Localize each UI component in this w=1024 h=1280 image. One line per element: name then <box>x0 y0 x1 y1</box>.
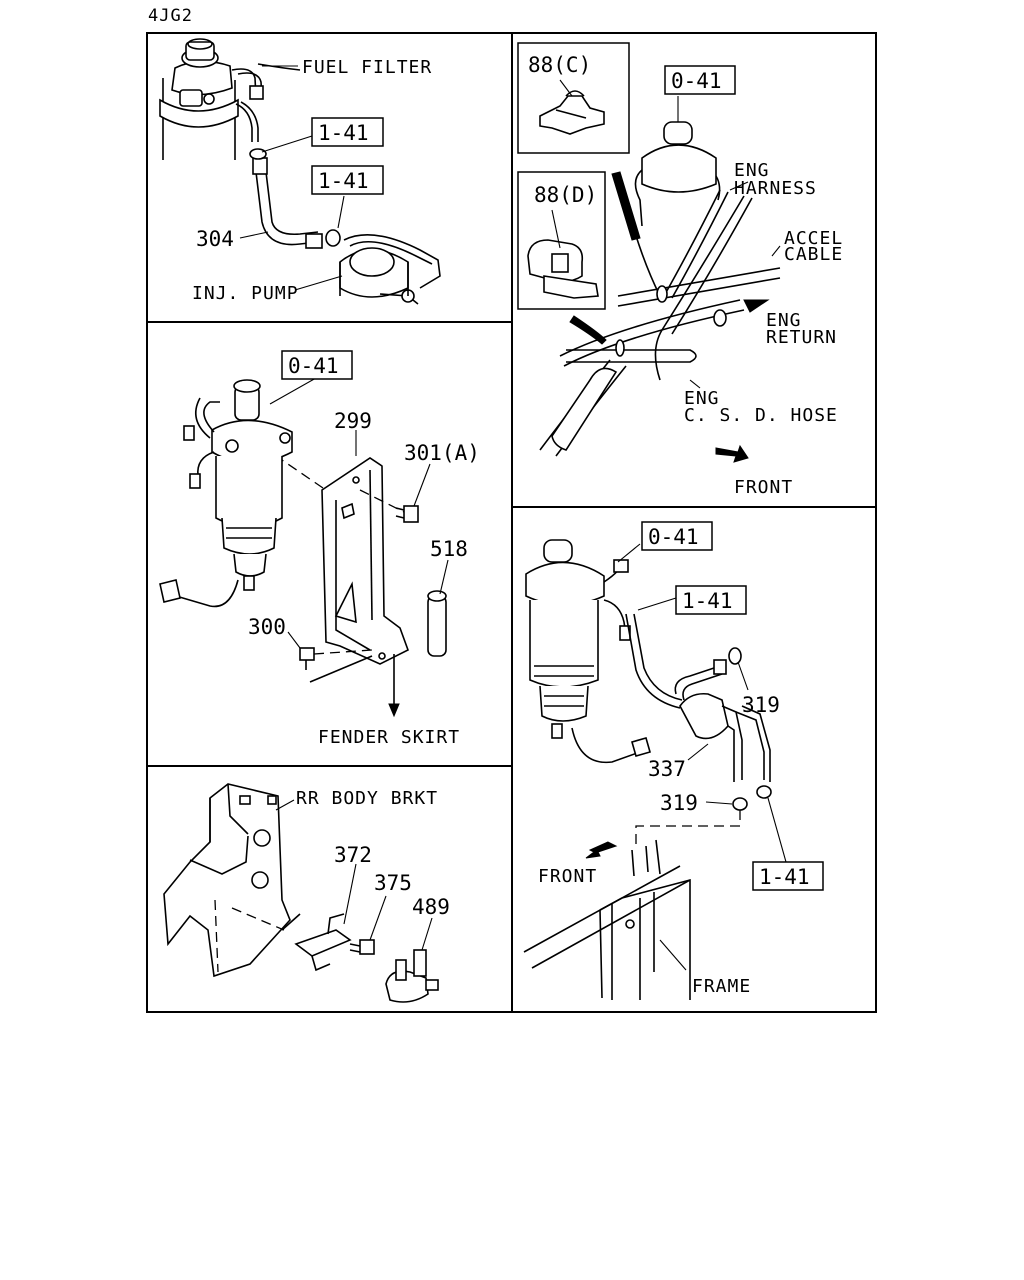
frame-filter-illustration <box>525 539 651 764</box>
ref-box-1-41-frame-b <box>752 861 824 891</box>
front-label-routing: FRONT <box>734 477 793 498</box>
eng-harness-label-line2: HARNESS <box>734 178 817 199</box>
panel3-callouts <box>275 799 433 951</box>
fuel-filter-label: FUEL FILTER <box>302 57 432 78</box>
panel-rear-body-bracket: RR BODY BRKT 372 375 489 <box>163 783 450 1003</box>
bolt-375 <box>349 939 375 955</box>
part-518-label: 518 <box>430 537 468 561</box>
routing-filter-illustration <box>634 96 721 227</box>
panel-filter-mounting: 0-41 299 301(A) 518 300 FENDER SKIRT <box>159 350 480 748</box>
panel2-callouts <box>269 377 449 649</box>
clip-88d-illustration <box>527 209 599 299</box>
hose-337-illustration <box>625 613 771 782</box>
part-337-label: 337 <box>648 757 686 781</box>
ref-0-41-frame: 0-41 <box>648 525 699 549</box>
part-304-label: 304 <box>196 227 234 251</box>
panel-routing: 88(C) 88(D) 0-41 ENG HARNESS ACCEL CABLE… <box>517 42 843 498</box>
bolt-300 <box>299 647 373 683</box>
ref-0-41-routing: 0-41 <box>671 69 722 93</box>
accel-cable-label-line2: CABLE <box>784 244 843 265</box>
accel-cable-label-line1: ACCEL <box>784 228 843 249</box>
bolt-301a <box>359 489 419 523</box>
panel-fuel-filter-top: FUEL FILTER 1-41 1-41 304 INJ. PUMP <box>159 38 441 305</box>
inj-pump-label: INJ. PUMP <box>192 283 299 304</box>
csd-hose-label-line2: C. S. D. HOSE <box>684 405 838 426</box>
csd-hose-label-line1: ENG <box>684 388 720 409</box>
part-299-label: 299 <box>334 409 372 433</box>
frame-callouts <box>617 543 787 971</box>
fender-arrow <box>388 654 400 718</box>
ref-box-0-41-routing <box>664 65 736 95</box>
clip-88c-illustration <box>539 79 605 135</box>
panel1-callouts <box>239 65 345 291</box>
rr-body-bracket-illustration <box>163 783 301 978</box>
panel-frame-mounting: 0-41 1-41 319 337 319 1-41 FRONT FRAME <box>523 521 824 1000</box>
routing-hoses <box>539 171 781 457</box>
clip-372-illustration <box>294 913 352 972</box>
ref-1-41-frame-b: 1-41 <box>759 865 810 889</box>
diagram-code: 4JG2 <box>148 6 193 26</box>
rr-body-brkt-label: RR BODY BRKT <box>296 788 438 809</box>
ref-box-0-41-mount <box>281 350 353 380</box>
eng-return-label-line2: RETURN <box>766 327 837 348</box>
fuel-hose-304 <box>249 148 341 249</box>
part-375-label: 375 <box>374 871 412 895</box>
front-arrow-frame <box>585 841 618 859</box>
clip-88c-label: 88(C) <box>528 53 591 77</box>
clip-88d-label: 88(D) <box>534 183 597 207</box>
front-arrow-routing <box>715 444 749 463</box>
panel-borders <box>146 32 877 1013</box>
fender-skirt-label: FENDER SKIRT <box>318 727 460 748</box>
part-301a-label: 301(A) <box>404 441 480 465</box>
clips-319 <box>635 785 772 850</box>
fuel-filter-illustration <box>159 38 301 160</box>
injection-pump-illustration <box>339 234 441 305</box>
part-489-label: 489 <box>412 895 450 919</box>
eng-harness-label-line1: ENG <box>734 160 770 181</box>
part-300-label: 300 <box>248 615 286 639</box>
bracket-299-illustration <box>281 457 409 665</box>
part-372-label: 372 <box>334 843 372 867</box>
ref-box-1-41-b <box>311 165 384 195</box>
ref-box-0-41-frame <box>641 521 713 551</box>
frame-illustration <box>523 839 691 1000</box>
ref-0-41-mount: 0-41 <box>288 354 339 378</box>
filter-assembly-illustration <box>159 379 293 608</box>
ref-1-41-b: 1-41 <box>318 169 369 193</box>
frame-label: FRAME <box>692 976 751 997</box>
part-319-b-label: 319 <box>660 791 698 815</box>
sleeve-518 <box>427 590 447 657</box>
ref-box-1-41-frame-a <box>675 585 747 615</box>
ref-box-1-41-a <box>311 117 384 147</box>
ref-1-41-frame-a: 1-41 <box>682 589 733 613</box>
eng-return-label-line1: ENG <box>766 310 802 331</box>
front-label-frame: FRONT <box>538 866 597 887</box>
part-319-a-label: 319 <box>742 693 780 717</box>
ref-1-41-a: 1-41 <box>318 121 369 145</box>
connector-489 <box>385 949 439 1003</box>
routing-callouts <box>689 181 781 389</box>
